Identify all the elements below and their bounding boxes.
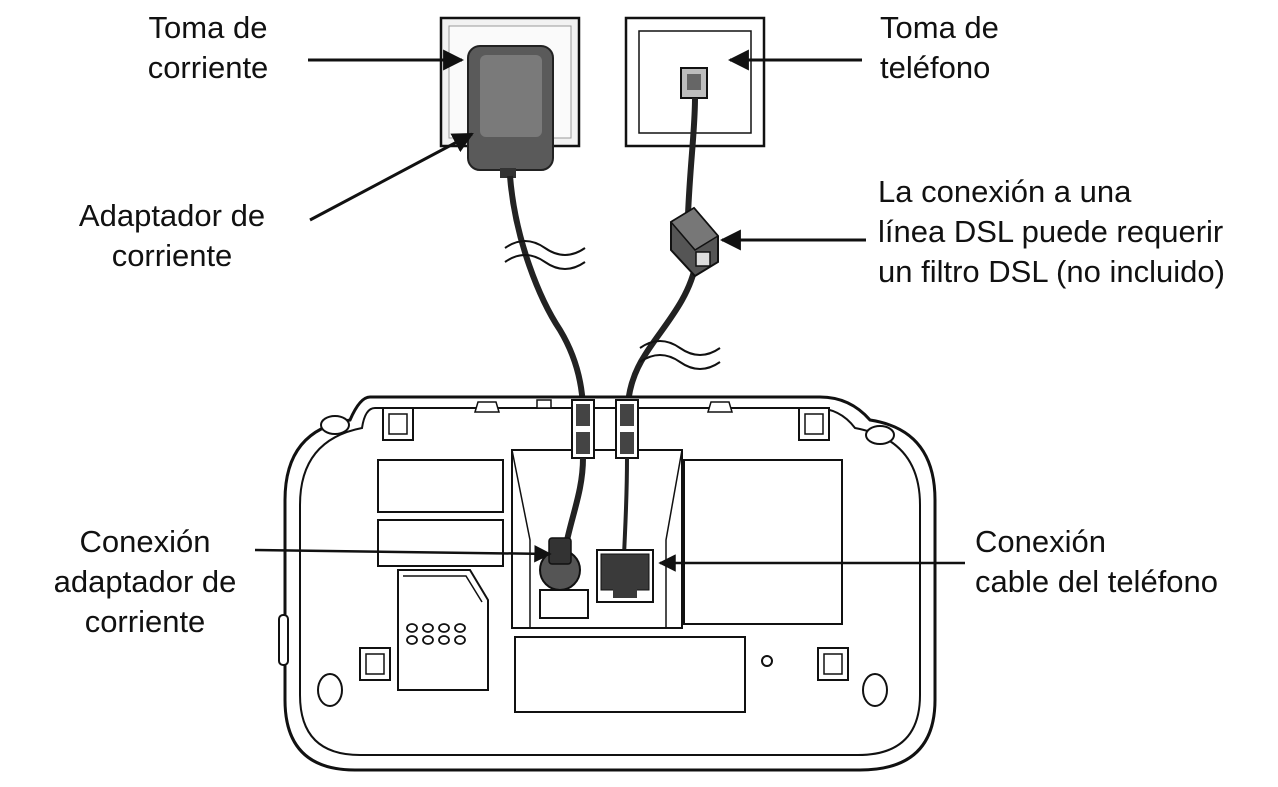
label-conexion-adaptador: Conexión adaptador de corriente [40, 522, 250, 642]
label-line: La conexión a una [878, 174, 1132, 209]
label-line: cable del teléfono [975, 564, 1219, 599]
label-line: teléfono [880, 50, 991, 85]
phone-jack [596, 549, 654, 603]
label-line: un filtro DSL (no incluido) [878, 254, 1225, 289]
phone-cable-lower [625, 261, 699, 409]
label-line: corriente [84, 604, 206, 639]
arrow-conexion-adaptador [254, 545, 552, 563]
label-line: Toma de [880, 10, 999, 45]
label-toma-telefono: Toma de teléfono [880, 8, 999, 88]
label-line: adaptador de [53, 564, 237, 599]
cable-clips [571, 399, 639, 459]
label-adaptador: Adaptador de corriente [52, 196, 292, 276]
label-line: Toma de [148, 10, 268, 45]
label-line: corriente [111, 238, 233, 273]
dsl-filter [669, 206, 720, 278]
power-cable-break [504, 240, 586, 270]
label-line: Conexión [79, 524, 211, 559]
arrow-adaptador [309, 132, 474, 222]
label-conexion-cable: Conexión cable del teléfono [975, 522, 1218, 602]
label-line: línea DSL puede requerir [878, 214, 1224, 249]
label-line: Adaptador de [78, 198, 266, 233]
label-toma-corriente: Toma de corriente [128, 8, 288, 88]
label-line: Conexión [975, 524, 1106, 559]
keypad-buttons [406, 623, 466, 645]
phone-cable [685, 97, 698, 216]
label-dsl: La conexión a una línea DSL puede requer… [878, 172, 1225, 292]
phone-cable-break [639, 340, 721, 370]
power-cable [507, 175, 586, 409]
power-adapter [467, 45, 554, 178]
power-cable-into-base [563, 457, 586, 546]
phone-cable-into-base [622, 457, 629, 557]
label-line: corriente [147, 50, 269, 85]
